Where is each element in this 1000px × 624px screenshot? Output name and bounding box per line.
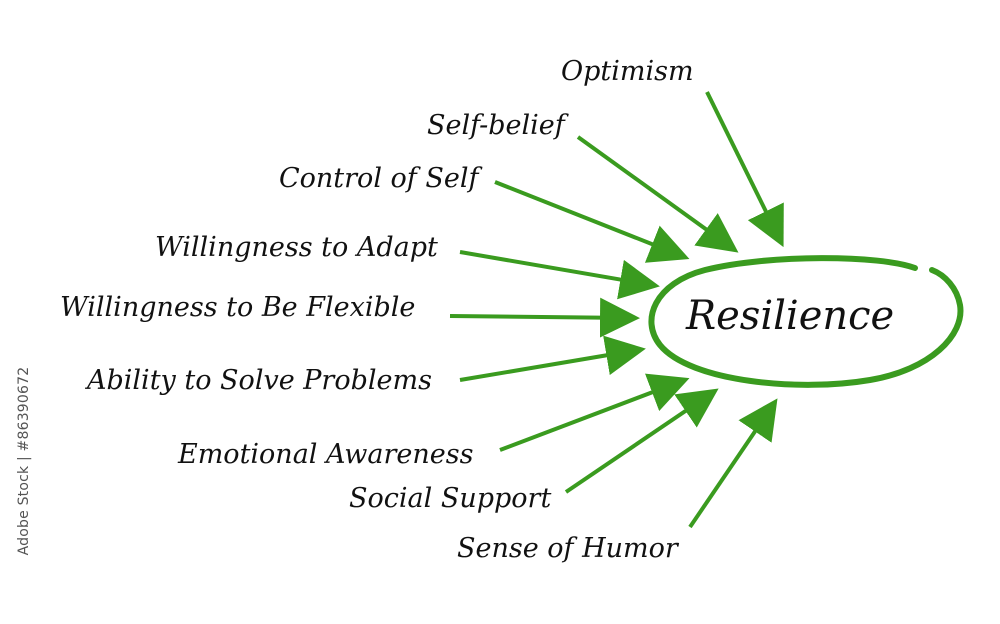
arrow-willingness-flexible [449,297,640,338]
resilience-ellipse [648,255,964,388]
factor-optimism: Optimism [561,56,694,87]
factor-ability-to-solve-problems: Ability to Solve Problems [87,365,432,396]
resilience-label: Resilience [686,293,895,339]
factor-emotional-awareness: Emotional Awareness [178,439,474,470]
stock-id-watermark: Adobe Stock | #86390672 [10,367,38,556]
arrow-social-support [564,388,719,494]
arrow-sense-of-humor [688,398,778,529]
arrow-emotional-awareness [499,373,690,452]
factor-control-of-self: Control of Self [279,163,479,194]
arrow-solve-problems [459,335,646,382]
factor-social-support: Social Support [349,483,552,514]
stock-id-text: Adobe Stock | #86390672 [16,366,32,556]
arrow-self-belief [576,135,739,253]
factor-willingness-to-be-flexible: Willingness to Be Flexible [60,292,416,323]
arrow-control-of-self [494,180,690,263]
factor-sense-of-humor: Sense of Humor [457,533,678,564]
factor-willingness-to-adapt: Willingness to Adapt [155,232,438,263]
arrow-optimism [705,91,784,248]
factor-self-belief: Self-belief [427,110,565,141]
arrow-willingness-adapt [459,250,660,300]
